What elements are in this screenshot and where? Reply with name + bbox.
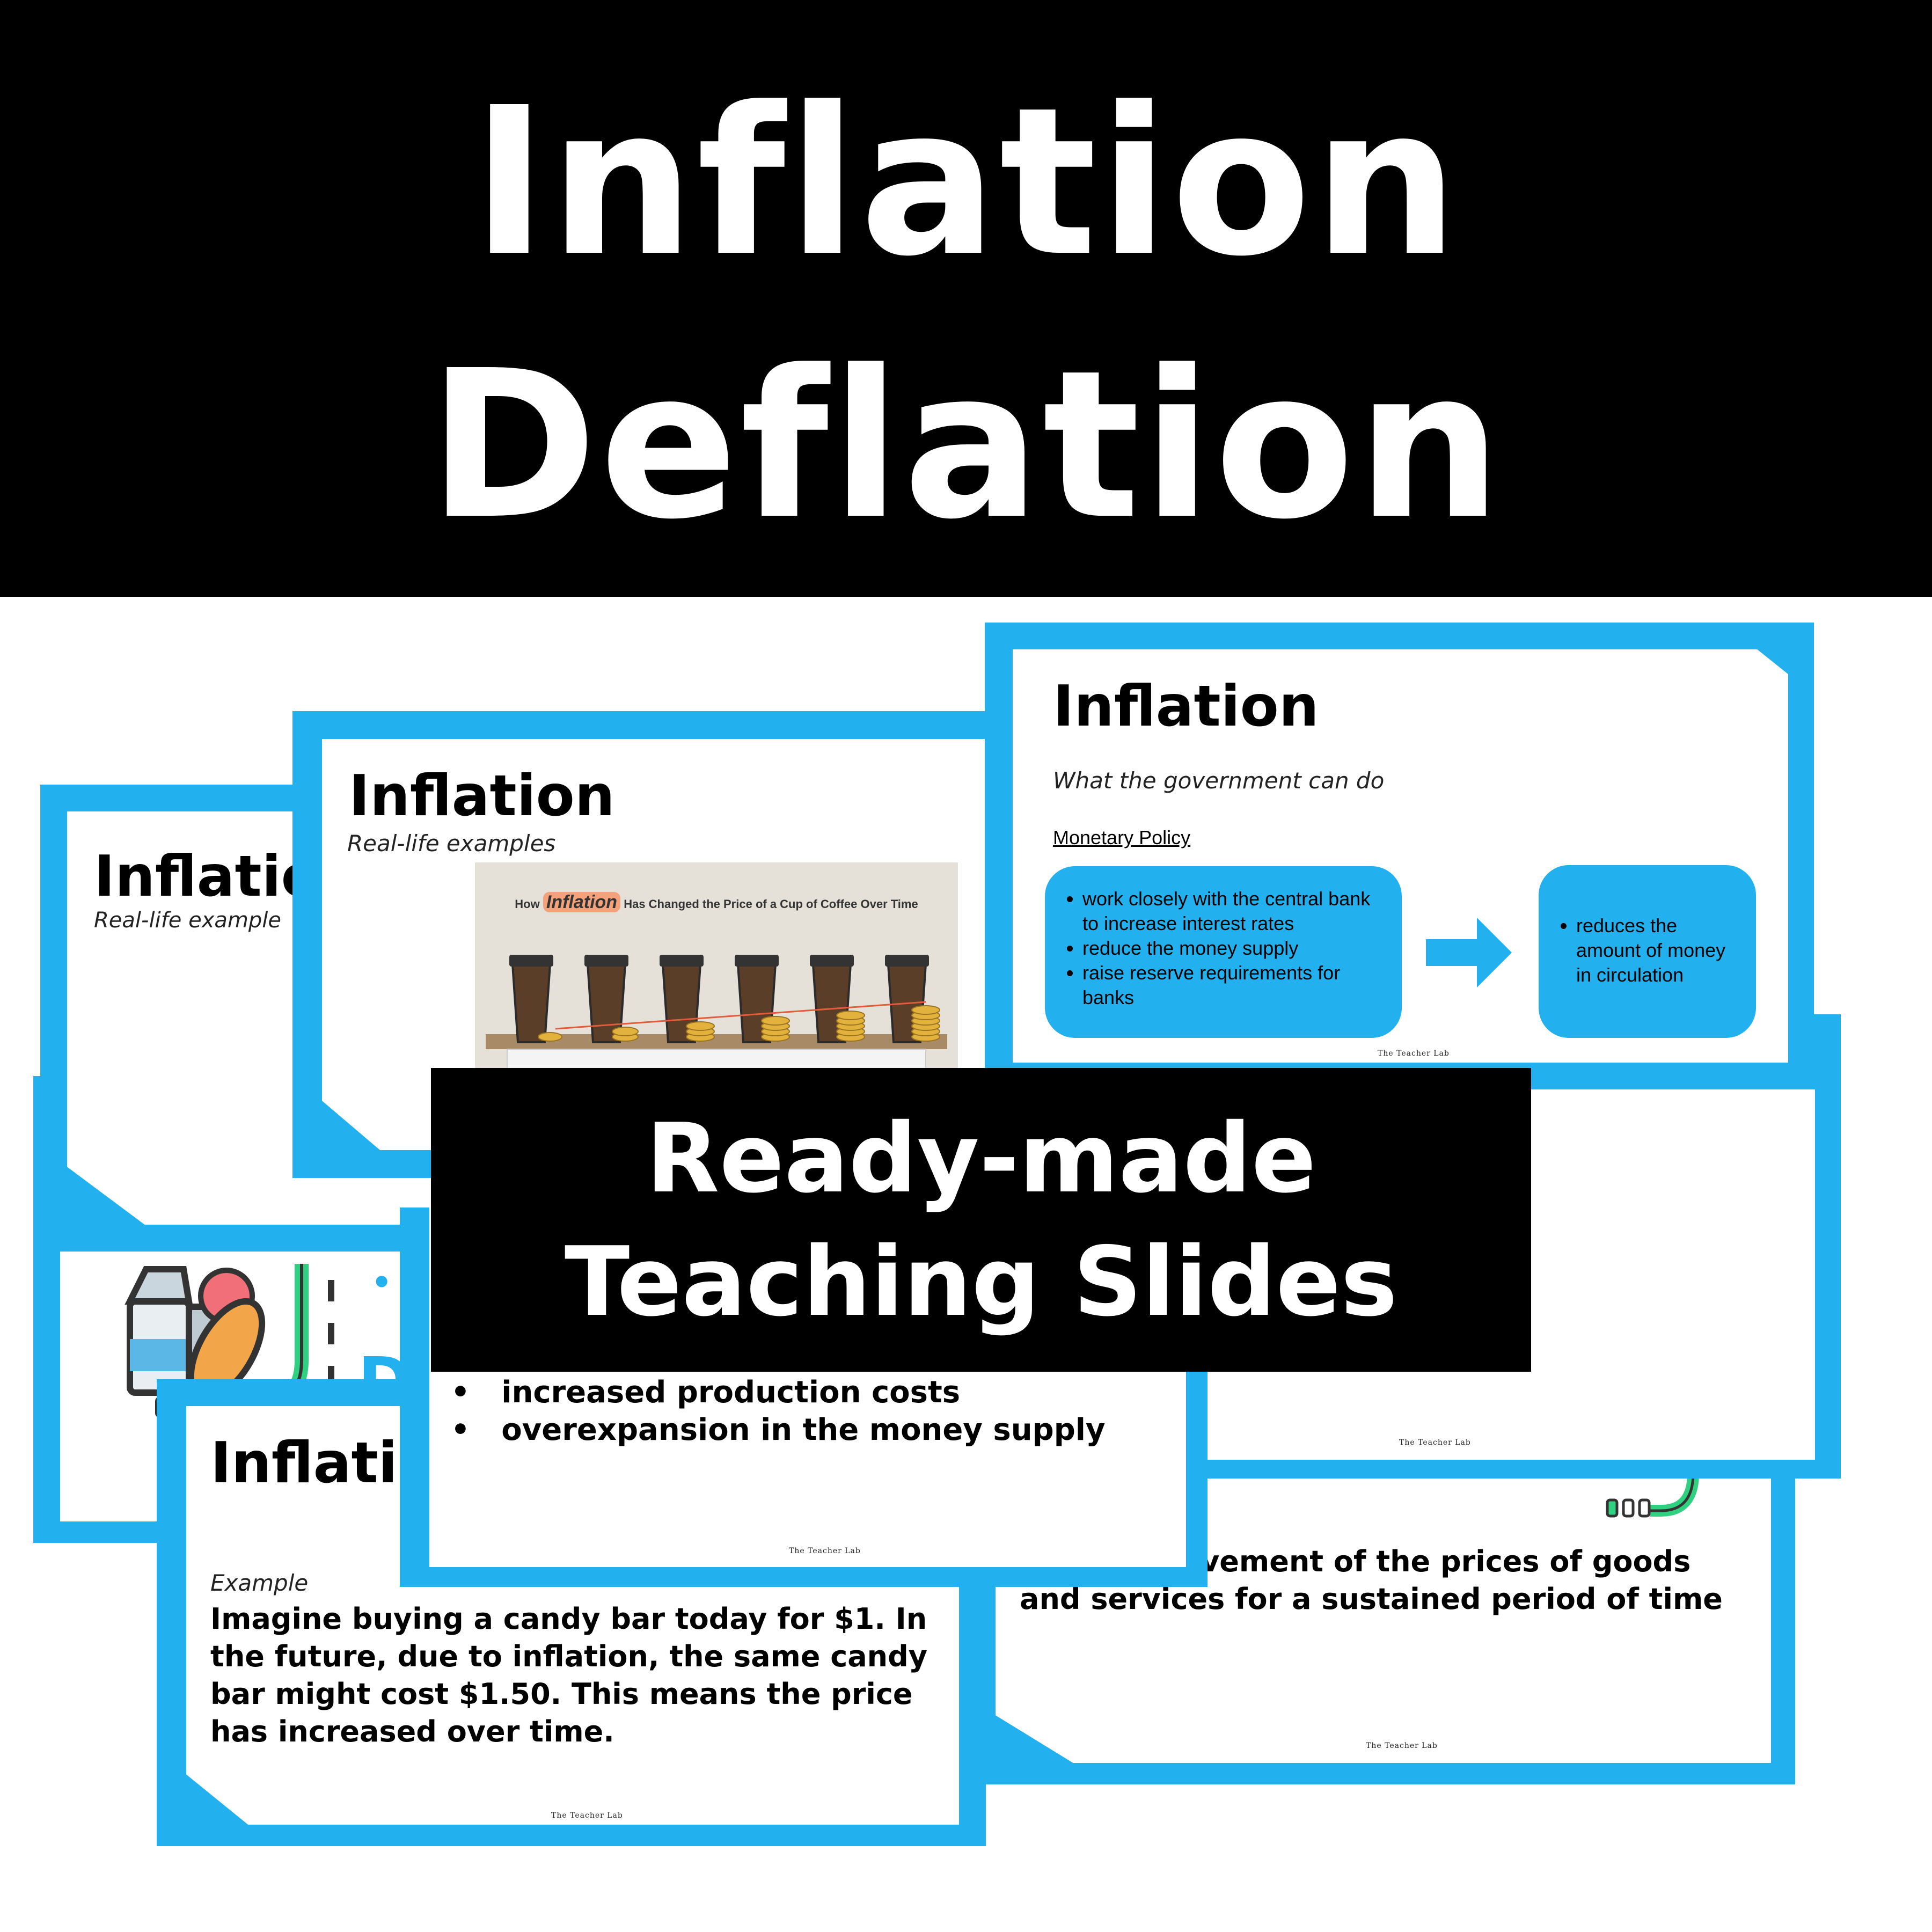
definition-text: ovement of the prices of goods and servi… [1020, 1545, 1723, 1616]
example-label: Example [210, 1570, 309, 1596]
policy-item: raise reserve requirements for banks [1082, 961, 1380, 1010]
slide-subtitle: Real-life examples [347, 830, 556, 857]
result-item: reduces the amount of money in circulati… [1576, 913, 1740, 987]
slide-subtitle: Real-life example [94, 908, 281, 933]
brand-logo: The Teacher Lab [1399, 1438, 1471, 1447]
cause-item: • overexpansion in the money supply [451, 1413, 1106, 1447]
brand-logo: The Teacher Lab [1378, 1049, 1450, 1058]
slide-title: Inflatio [210, 1430, 436, 1496]
policy-actions-box: work closely with the central bank to in… [1045, 866, 1402, 1038]
policy-result-box: reduces the amount of money in circulati… [1539, 865, 1756, 1038]
brand-logo: The Teacher Lab [1366, 1741, 1438, 1750]
causes-list: • increased production costs • overexpan… [451, 1374, 1105, 1449]
grocery-icon [1606, 1473, 1699, 1518]
ready-made-banner: Ready-made Teaching Slides [431, 1068, 1531, 1372]
example-text: Imagine buying a candy bar today for $1.… [210, 1602, 927, 1748]
brand-logo: The Teacher Lab [551, 1811, 623, 1820]
slide-title: Inflatio [94, 844, 320, 909]
image-caption: How Inflation Has Changed the Price of a… [515, 892, 918, 912]
hero-title-line-2: Deflation [428, 326, 1504, 564]
slide-gov-content: Inflation What the government can do Mon… [1013, 649, 1788, 1063]
slide-title: Inflation [349, 763, 615, 829]
hero-title-line-1: Inflation [471, 63, 1461, 301]
policy-item: work closely with the central bank to in… [1082, 887, 1380, 936]
slide-title: Inflation [1053, 674, 1319, 739]
section-heading: Monetary Policy [1053, 826, 1191, 848]
banner-line-2: Teaching Slides [564, 1226, 1398, 1337]
policy-item: reduce the money supply [1082, 936, 1380, 961]
coffee-cups-illustration [486, 955, 947, 1082]
brand-logo: The Teacher Lab [789, 1547, 861, 1555]
hero-header: Inflation Deflation [0, 0, 1932, 597]
right-arrow-icon [1426, 918, 1512, 987]
banner-line-1: Ready-made [646, 1103, 1316, 1214]
slide-subtitle: What the government can do [1053, 767, 1385, 794]
cause-item: • increased production costs [451, 1375, 961, 1410]
slide-gov-policy: Inflation What the government can do Mon… [985, 623, 1814, 1089]
